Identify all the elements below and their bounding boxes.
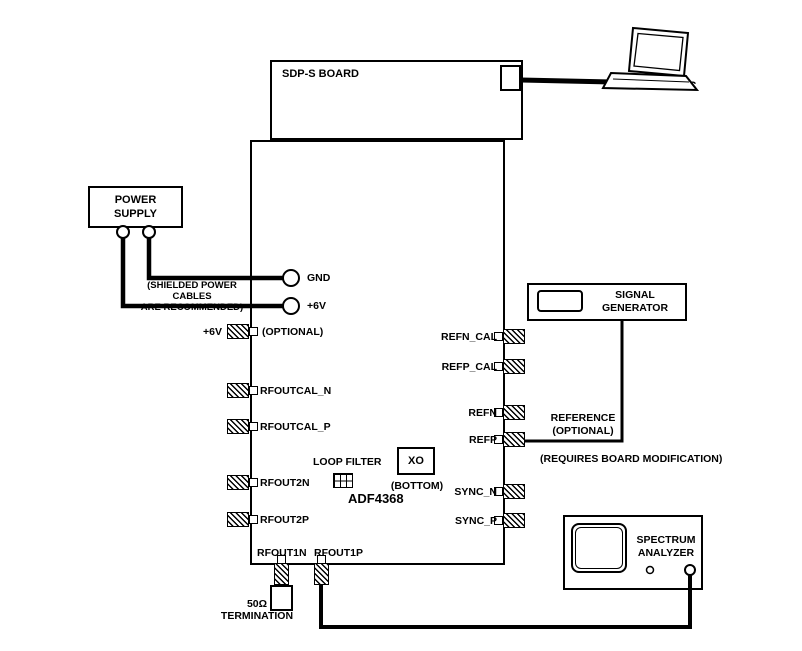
sma-stub bbox=[494, 487, 503, 496]
modification-note: (REQUIRES BOARD MODIFICATION) bbox=[540, 453, 723, 465]
sma-connector-icon-sync-n bbox=[503, 484, 525, 499]
sma-connector-icon-rfout2p bbox=[227, 512, 249, 527]
spectrum-analyzer-label: SPECTRUM ANALYZER bbox=[636, 534, 696, 559]
sdp-s-board bbox=[270, 60, 523, 140]
sma-connector-icon-6v bbox=[227, 324, 249, 339]
sma-connector-icon-rfoutcal-n bbox=[227, 383, 249, 398]
sma-connector-icon-refn-cal bbox=[503, 329, 525, 344]
sma-stub bbox=[494, 435, 503, 444]
xo-label: XO bbox=[408, 455, 424, 467]
port-note-6v: (OPTIONAL) bbox=[262, 326, 324, 338]
port-label-rfoutcal-n: RFOUTCAL_N bbox=[260, 385, 332, 397]
port-label-rfout1p: RFOUT1P bbox=[314, 547, 364, 559]
sma-connector-icon-rfout1p bbox=[314, 563, 329, 585]
v6-terminal-label: +6V bbox=[307, 300, 326, 312]
sma-connector-icon-rfout2n bbox=[227, 475, 249, 490]
port-label-rfoutcal-p: RFOUTCAL_P bbox=[260, 421, 331, 433]
port-label-sync-n: SYNC_N bbox=[454, 486, 497, 498]
signal-generator-display bbox=[537, 290, 583, 312]
sma-connector-icon-rfout1n bbox=[274, 563, 289, 585]
sma-connector-icon-refn bbox=[503, 405, 525, 420]
loop-filter-icon bbox=[333, 473, 353, 488]
port-label-rfout2p: RFOUT2P bbox=[260, 514, 310, 526]
pc-label: PC bbox=[681, 80, 697, 92]
sma-stub bbox=[249, 422, 258, 431]
power-supply-label: POWER SUPPLY bbox=[113, 194, 157, 220]
sma-stub bbox=[249, 327, 258, 336]
signal-generator-label: SIGNAL GENERATOR bbox=[601, 289, 669, 314]
port-label-rfout1n: RFOUT1N bbox=[257, 547, 307, 559]
sma-stub bbox=[249, 515, 258, 524]
loop-filter-label: LOOP FILTER bbox=[313, 456, 382, 468]
port-label-6v: +6V bbox=[203, 326, 222, 338]
port-label-sync-p: SYNC_P bbox=[454, 515, 497, 527]
chip-label: ADF4368 bbox=[348, 491, 404, 506]
sdp-to-pc-cable bbox=[520, 77, 613, 85]
termination-label: 50Ω TERMINATION bbox=[220, 598, 294, 622]
sma-stub bbox=[494, 408, 503, 417]
sma-stub bbox=[494, 332, 503, 341]
spectrum-analyzer-screen-inner bbox=[575, 527, 623, 569]
sma-connector-icon-refp-cal bbox=[503, 359, 525, 374]
sma-connector-icon-sync-p bbox=[503, 513, 525, 528]
power-cable-note: (SHIELDED POWER CABLES ARE RECOMMENDED) bbox=[140, 280, 244, 313]
sma-stub bbox=[494, 516, 503, 525]
sma-connector-icon-rfoutcal-p bbox=[227, 419, 249, 434]
sdp-connector-icon bbox=[500, 65, 521, 91]
xo-note: (BOTTOM) bbox=[390, 480, 444, 492]
port-label-refn-cal: REFN_CAL bbox=[440, 331, 497, 343]
port-label-rfout2n: RFOUT2N bbox=[260, 477, 310, 489]
port-label-refn: REFN bbox=[468, 407, 497, 419]
adf4368-eval-board bbox=[250, 140, 505, 565]
termination-body bbox=[270, 585, 293, 611]
sma-stub bbox=[494, 362, 503, 371]
sma-stub bbox=[249, 386, 258, 395]
xo-box: XO bbox=[397, 447, 435, 475]
sma-stub bbox=[249, 478, 258, 487]
sdp-board-label: SDP-S BOARD bbox=[282, 68, 360, 80]
gnd-terminal-label: GND bbox=[307, 272, 331, 284]
port-label-refp-cal: REFP_CAL bbox=[441, 361, 497, 373]
power-supply bbox=[88, 186, 183, 228]
sma-connector-icon-refp bbox=[503, 432, 525, 447]
reference-note: REFERENCE (OPTIONAL) bbox=[550, 412, 616, 437]
port-label-refp: REFP bbox=[468, 434, 497, 446]
